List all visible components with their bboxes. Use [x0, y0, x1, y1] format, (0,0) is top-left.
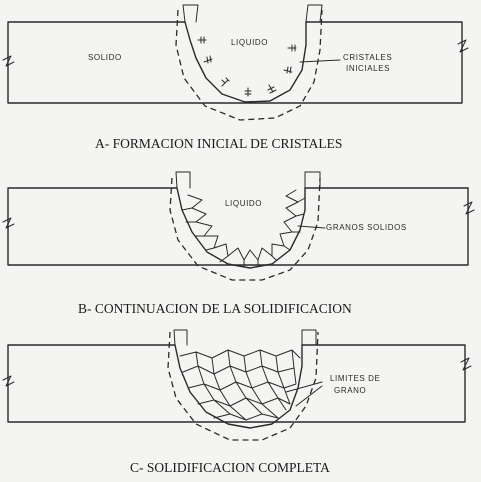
grain-boundaries-b — [181, 197, 306, 268]
crystals-label-line1: CRISTALES — [343, 53, 392, 62]
plate-c-left-break — [2, 375, 15, 387]
weld-tab-c-left — [173, 329, 188, 346]
plate-a-outline — [7, 21, 463, 104]
solid-label: SOLIDO — [88, 53, 122, 62]
plate-c-right-break — [460, 357, 472, 371]
initial-crystals — [197, 36, 297, 97]
boundaries-label-line1: LIMITES DE — [330, 374, 380, 383]
weld-tab-b-right — [304, 171, 321, 189]
crystals-label-line2: INICIALES — [346, 64, 390, 73]
plate-b-outline — [7, 187, 469, 266]
caption-c: C- SOLIDIFICACION COMPLETA — [130, 460, 330, 475]
grain-boundary-leader-2 — [295, 385, 323, 407]
caption-a: A- FORMACION INICIAL DE CRISTALES — [95, 136, 342, 151]
weld-tab-a-left — [182, 4, 199, 23]
plate-b-left-break — [2, 217, 15, 229]
weld-pool-a — [184, 21, 307, 103]
caption-b: B- CONTINUACION DE LA SOLIDIFICACION — [78, 301, 352, 316]
boundaries-label-line2: GRANO — [334, 386, 366, 395]
grains-label: GRANOS SOLIDOS — [326, 223, 407, 232]
weld-tab-a-right — [305, 4, 323, 23]
weld-tab-b-left — [175, 171, 191, 189]
weld-bead-c — [174, 344, 303, 429]
liquid-label-a: LIQUIDO — [231, 38, 268, 47]
fusion-zone-a — [175, 9, 323, 121]
grain-boundary-leader-1 — [285, 381, 323, 393]
panel-a: SOLIDO LIQUIDO CRISTALES INICIALES A- FO… — [2, 4, 469, 151]
liquid-label-b: LIQUIDO — [225, 199, 262, 208]
plate-c-outline — [7, 344, 466, 423]
weld-tab-c-right — [301, 329, 317, 346]
crystals-leader-a — [299, 59, 341, 63]
plate-a-right-break — [457, 39, 469, 53]
plate-a-left-break — [2, 55, 15, 67]
grains-leader-b — [297, 225, 326, 229]
weld-pool-b — [176, 187, 306, 269]
grain-network — [179, 349, 301, 421]
plate-b-right-break — [463, 201, 475, 215]
panel-c: LIMITES DE GRANO C- SOLIDIFICACION COMPL… — [2, 329, 472, 475]
panel-b: LIQUIDO GRANOS SOLIDOS B- CONTINUACION D… — [2, 171, 475, 316]
fusion-zone-b — [169, 177, 321, 281]
fusion-zone-c — [167, 331, 319, 441]
solid-grains-front — [187, 189, 299, 261]
